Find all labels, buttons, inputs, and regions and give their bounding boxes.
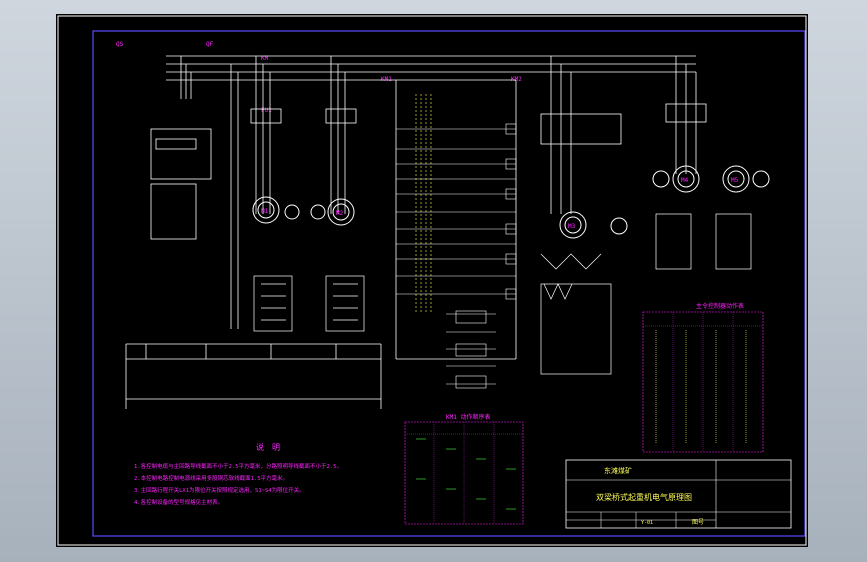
motors: [252, 165, 770, 239]
table-left: KM1 动作顺序表: [404, 413, 524, 525]
title-chart-no: 图号: [692, 519, 704, 526]
schematic-svg: QS QF KM FU1 KM1 KM2: [57, 15, 807, 546]
yellow-dotted-bus: [415, 94, 432, 314]
table-left-title: KM1 动作顺序表: [446, 413, 490, 421]
top-label-2: KM: [261, 55, 269, 62]
motor-label-1: M2: [336, 210, 344, 217]
notes-heading: 说 明: [256, 442, 280, 452]
motor-label-3: M4: [681, 177, 689, 184]
motor-labels: M1 M2 M3 M4 M5: [261, 177, 739, 230]
title-org: 东滩煤矿: [604, 466, 632, 475]
notes-line-2: 3.主回路行程开关LX1为限位开关按照规定选用，S1~S4为限位开关。: [134, 486, 305, 494]
title-extra: Y-01: [641, 520, 653, 526]
title-block: 东滩煤矿 双梁桥式起重机电气原理图 图号 Y-01: [565, 459, 792, 529]
drawing-viewport[interactable]: QS QF KM FU1 KM1 KM2: [56, 14, 808, 547]
control-relays: [455, 123, 517, 389]
table-right-title: 主令控制器动作表: [696, 302, 744, 310]
motor-label-0: M1: [261, 208, 269, 215]
resistor-banks: [253, 213, 752, 375]
drawing-frame: [92, 30, 806, 537]
lower-bus: [125, 343, 382, 409]
contactor-boxes: [150, 103, 707, 240]
notes-line-0: 1.各控制电缆与主回路导线截面不小于2.5平方毫米，分路照明导线截面不小于2.5…: [134, 462, 342, 470]
outer-border: [57, 15, 807, 546]
notes-line-3: 4.各控制设备的型号规格见主材表。: [134, 498, 223, 506]
top-label-3: FU1: [261, 107, 272, 114]
top-label-4: KM1: [381, 76, 392, 83]
title-main: 双梁桥式起重机电气原理图: [596, 492, 692, 502]
top-label-0: QS: [116, 41, 124, 48]
motor-label-4: M5: [731, 177, 739, 184]
power-bus: [166, 55, 697, 360]
top-labels: QS QF KM FU1 KM1 KM2: [116, 41, 522, 114]
notes-block: 说 明 1.各控制电缆与主回路导线截面不小于2.5平方毫米，分路照明导线截面不小…: [134, 442, 342, 506]
notes-line-1: 2.本控制电路控制电源线采用多股铜芯软线截面1.5平方毫米。: [134, 474, 288, 482]
top-label-1: QF: [206, 41, 214, 48]
table-right: 主令控制器动作表: [642, 302, 764, 453]
motor-label-2: M3: [568, 223, 576, 230]
top-label-5: KM2: [511, 76, 522, 83]
